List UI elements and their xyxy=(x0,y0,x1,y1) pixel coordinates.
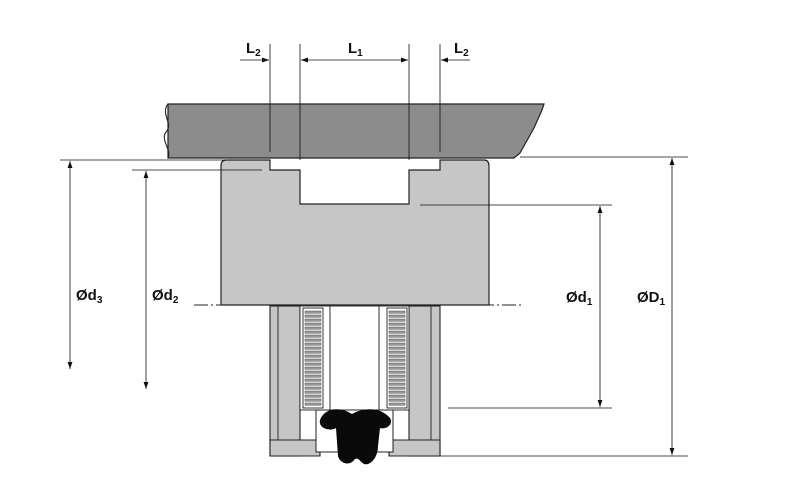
rib xyxy=(388,374,406,378)
rib xyxy=(304,330,322,334)
housing-break-line xyxy=(163,103,170,159)
rib xyxy=(304,334,322,338)
rib xyxy=(388,314,406,318)
rib xyxy=(304,390,322,394)
label-d3: Ød3 xyxy=(76,287,103,306)
rib xyxy=(304,386,322,390)
rib xyxy=(304,346,322,350)
housing-bore xyxy=(167,103,545,159)
left-bottom-ledge xyxy=(269,439,321,457)
left-guide-ring xyxy=(269,305,301,457)
label-d1: Ød1 xyxy=(566,289,593,308)
rib xyxy=(388,338,406,342)
rib xyxy=(388,358,406,362)
piston-body xyxy=(220,159,490,306)
seal-assembly xyxy=(269,305,441,465)
rib xyxy=(388,398,406,402)
rib xyxy=(304,378,322,382)
rib xyxy=(388,342,406,346)
label-d2: Ød2 xyxy=(152,287,179,306)
rib xyxy=(304,394,322,398)
rib xyxy=(304,338,322,342)
rib xyxy=(388,350,406,354)
rib xyxy=(388,402,406,406)
rib xyxy=(304,310,322,314)
label-D1: ØD1 xyxy=(637,289,666,308)
right-bottom-ledge xyxy=(388,439,441,457)
rib xyxy=(388,382,406,386)
rib xyxy=(388,318,406,322)
rib xyxy=(388,322,406,326)
rib xyxy=(304,366,322,370)
rib xyxy=(388,366,406,370)
rib xyxy=(304,398,322,402)
rib xyxy=(388,390,406,394)
rib xyxy=(304,326,322,330)
label-l2-right: L2 xyxy=(454,40,469,59)
rib xyxy=(388,378,406,382)
rib xyxy=(304,370,322,374)
rib xyxy=(304,362,322,366)
rib xyxy=(388,310,406,314)
elastomer-seal xyxy=(319,409,392,465)
rib xyxy=(304,342,322,346)
rib xyxy=(388,362,406,366)
right-guide-ring xyxy=(408,305,441,457)
label-l2-left: L2 xyxy=(246,40,261,59)
rib xyxy=(388,354,406,358)
rib xyxy=(304,358,322,362)
left-ribbed-column xyxy=(302,307,324,409)
rib xyxy=(304,318,322,322)
rib xyxy=(388,334,406,338)
rib xyxy=(388,326,406,330)
label-l1: L1 xyxy=(348,40,363,59)
rib xyxy=(388,394,406,398)
rib xyxy=(388,346,406,350)
rib xyxy=(304,354,322,358)
right-ribbed-column xyxy=(386,307,408,409)
rib xyxy=(304,314,322,318)
rib xyxy=(304,322,322,326)
rib xyxy=(304,382,322,386)
rib xyxy=(388,386,406,390)
rib xyxy=(304,374,322,378)
rib xyxy=(304,402,322,406)
rib xyxy=(388,370,406,374)
rib xyxy=(304,350,322,354)
center-strip xyxy=(329,305,380,411)
rib xyxy=(388,330,406,334)
